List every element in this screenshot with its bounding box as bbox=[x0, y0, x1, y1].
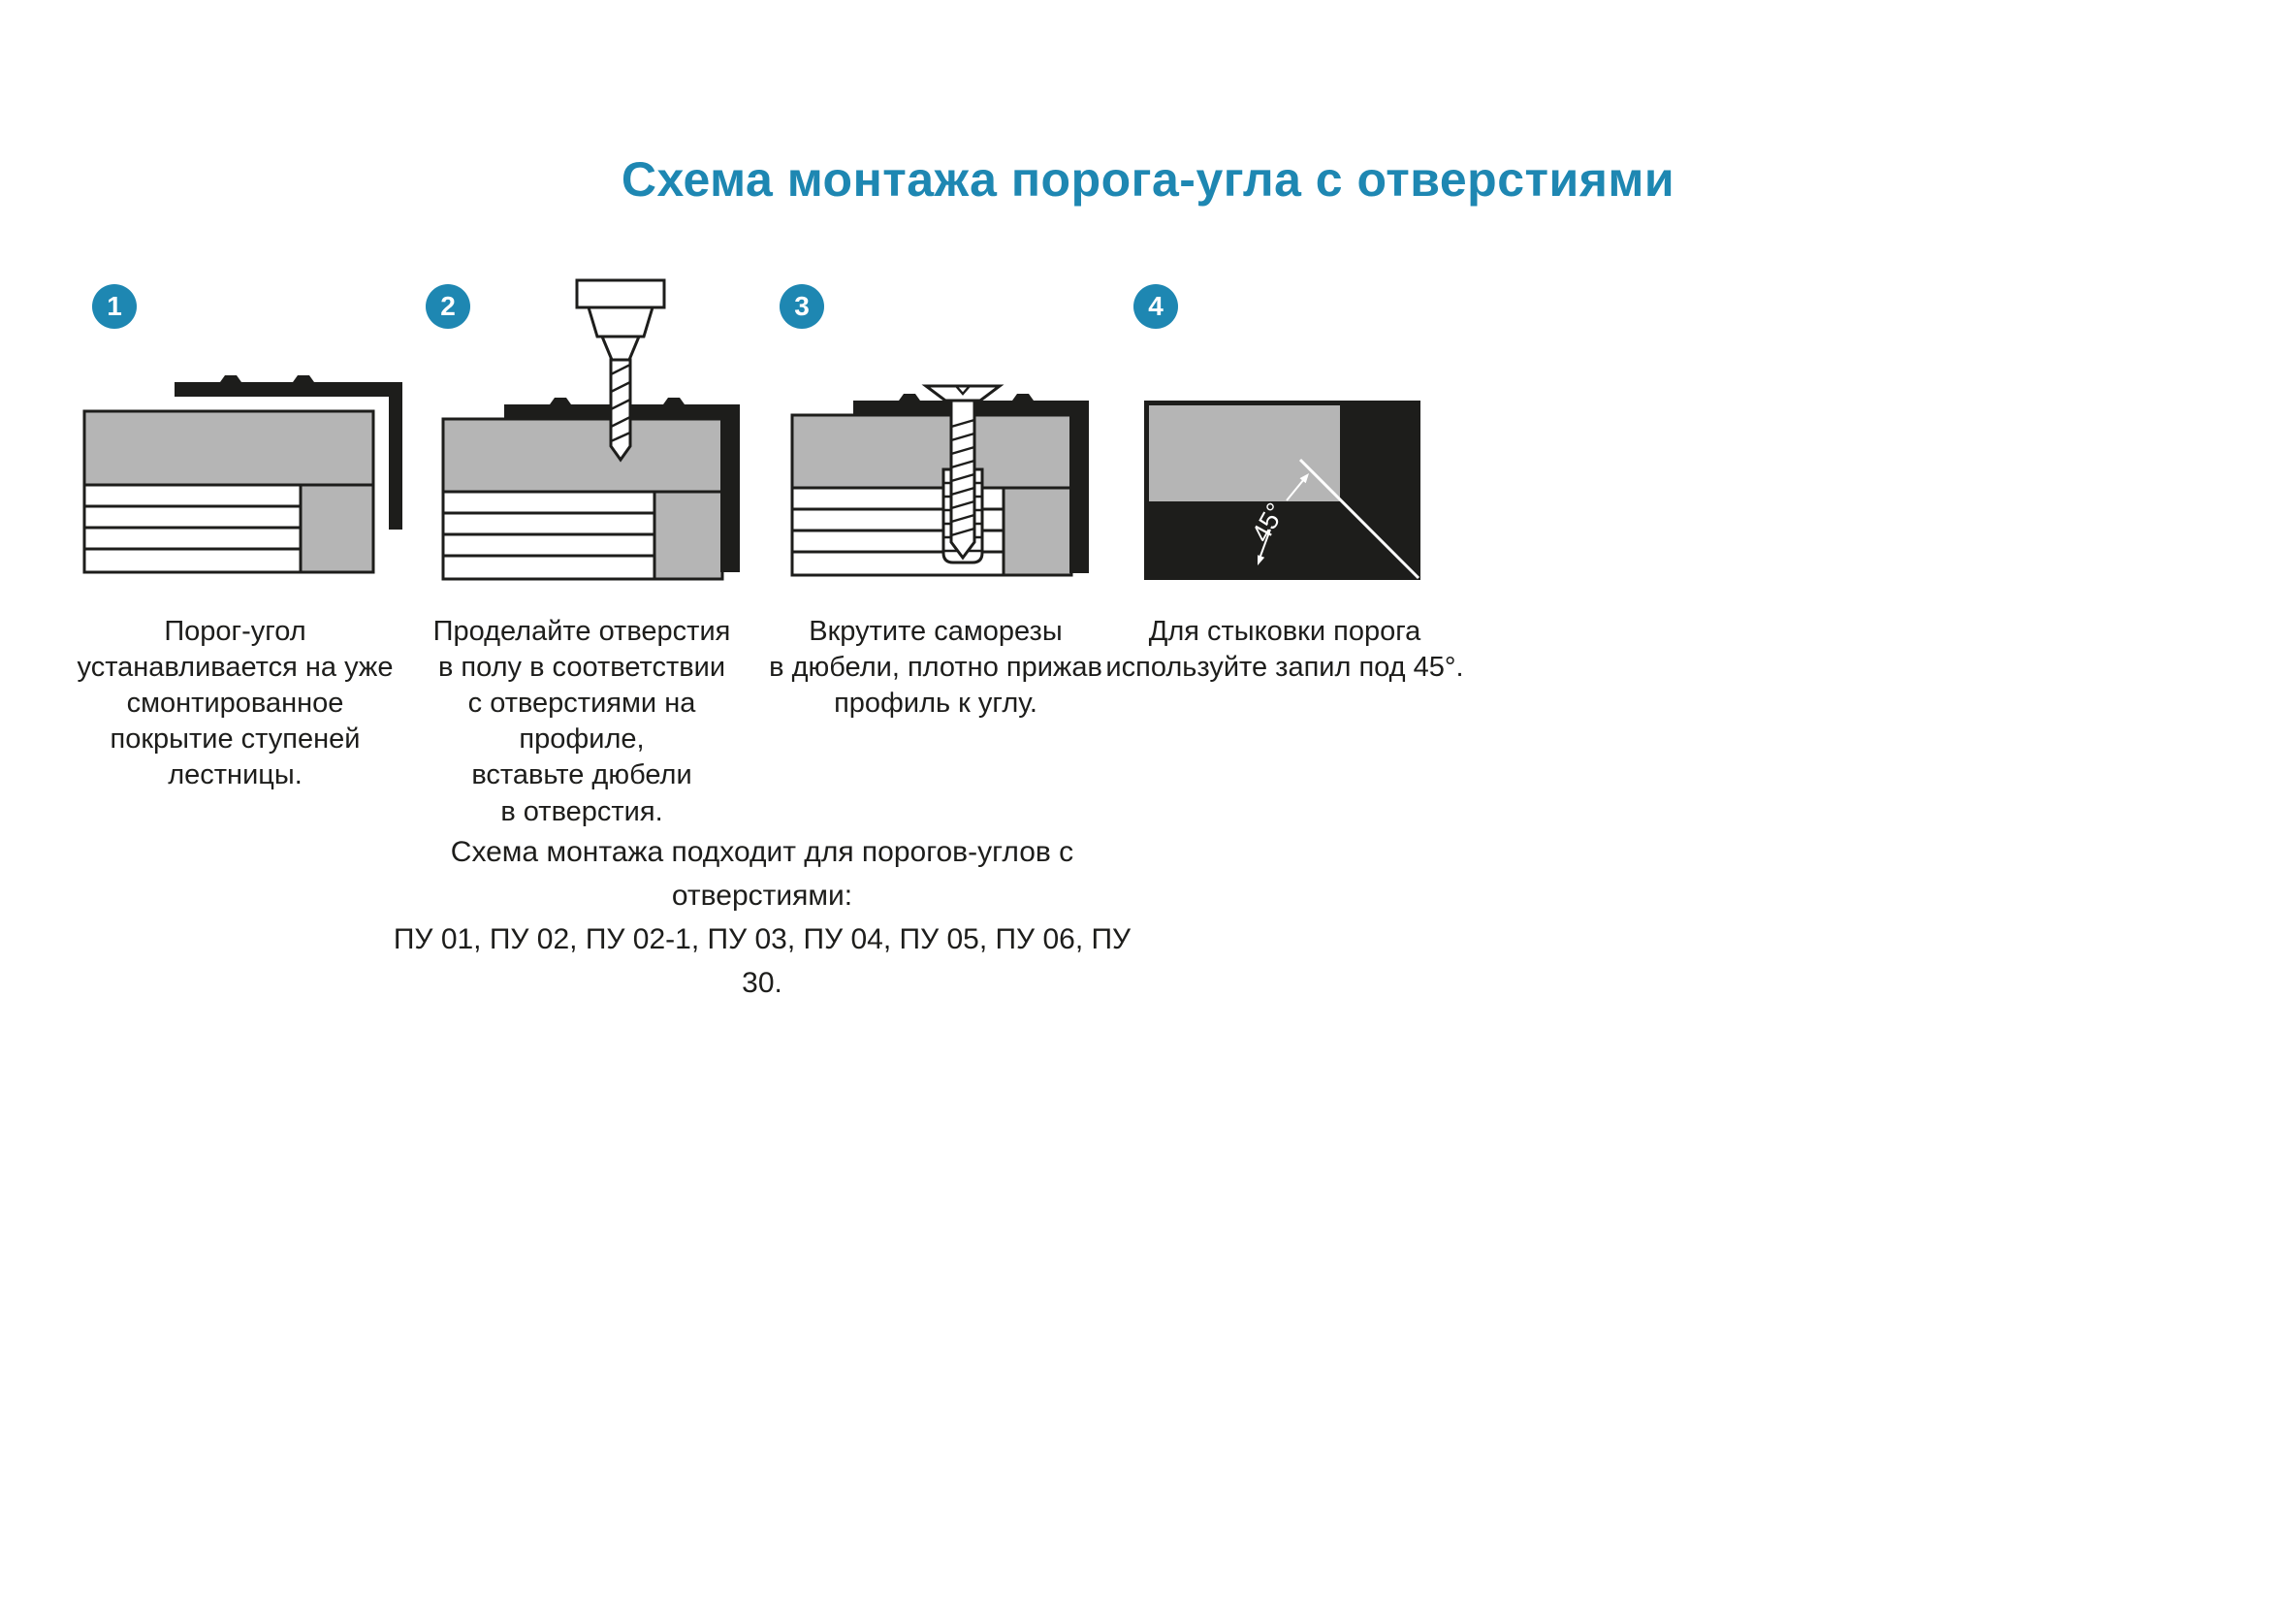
profile-hole-bump bbox=[550, 398, 571, 404]
screw-icon bbox=[921, 384, 1004, 561]
profile-hole-bump bbox=[899, 394, 920, 401]
corner-profile bbox=[853, 394, 1089, 573]
stair-structure bbox=[790, 413, 1073, 577]
step4-caption: Для стыковки порога используйте запил по… bbox=[1105, 616, 1464, 684]
stair-structure bbox=[82, 409, 375, 574]
screw-head-slot bbox=[955, 385, 971, 396]
drill-chuck bbox=[599, 335, 642, 362]
stair-edge-block bbox=[1002, 486, 1073, 577]
stair-covering bbox=[441, 417, 724, 494]
drill-icon bbox=[575, 278, 666, 463]
drill-bit-flutes bbox=[610, 363, 631, 443]
screw-threads bbox=[950, 418, 975, 537]
profile-hole-bump bbox=[1012, 394, 1034, 401]
drill-collar bbox=[586, 306, 655, 338]
step4-illustration: 45° bbox=[1144, 401, 1420, 580]
stair-edge-block bbox=[653, 490, 724, 581]
profile-top-view bbox=[1149, 405, 1340, 501]
corner-profile bbox=[504, 398, 740, 572]
step4-number-badge: 4 bbox=[1133, 284, 1178, 329]
step1-number-badge: 1 bbox=[92, 284, 137, 329]
step1-caption: Порог-угол устанавливается на уже смонти… bbox=[77, 616, 394, 791]
stair-structure bbox=[441, 417, 724, 581]
stair-covering bbox=[82, 409, 375, 487]
page-title: Схема монтажа порога-угла с отверстиями bbox=[621, 152, 1675, 207]
step1-illustration bbox=[82, 375, 402, 574]
drill-bit bbox=[609, 358, 632, 463]
profile-hole-bump bbox=[293, 375, 314, 382]
miter-cut-line bbox=[1298, 458, 1420, 580]
step3-caption: Вкрутите саморезы в дюбели, плотно прижа… bbox=[769, 616, 1102, 720]
step3-illustration bbox=[790, 384, 1089, 577]
stair-covering bbox=[790, 413, 1073, 490]
footer-note: Схема монтажа подходит для порогов-углов… bbox=[393, 836, 1132, 999]
arrowhead-to-cut bbox=[1299, 473, 1309, 484]
step3-number-badge: 3 bbox=[780, 284, 824, 329]
drill-body bbox=[575, 278, 666, 309]
stair-edge-block bbox=[299, 483, 375, 574]
arrowhead-to-edge bbox=[1258, 555, 1265, 565]
step2-number-badge: 2 bbox=[426, 284, 470, 329]
corner-profile bbox=[175, 375, 402, 530]
step2-caption: Проделайте отверстия в полу в соответств… bbox=[432, 616, 731, 827]
step2-illustration bbox=[441, 278, 740, 581]
profile-hole-bump bbox=[220, 375, 241, 382]
profile-hole-bump bbox=[663, 398, 685, 404]
